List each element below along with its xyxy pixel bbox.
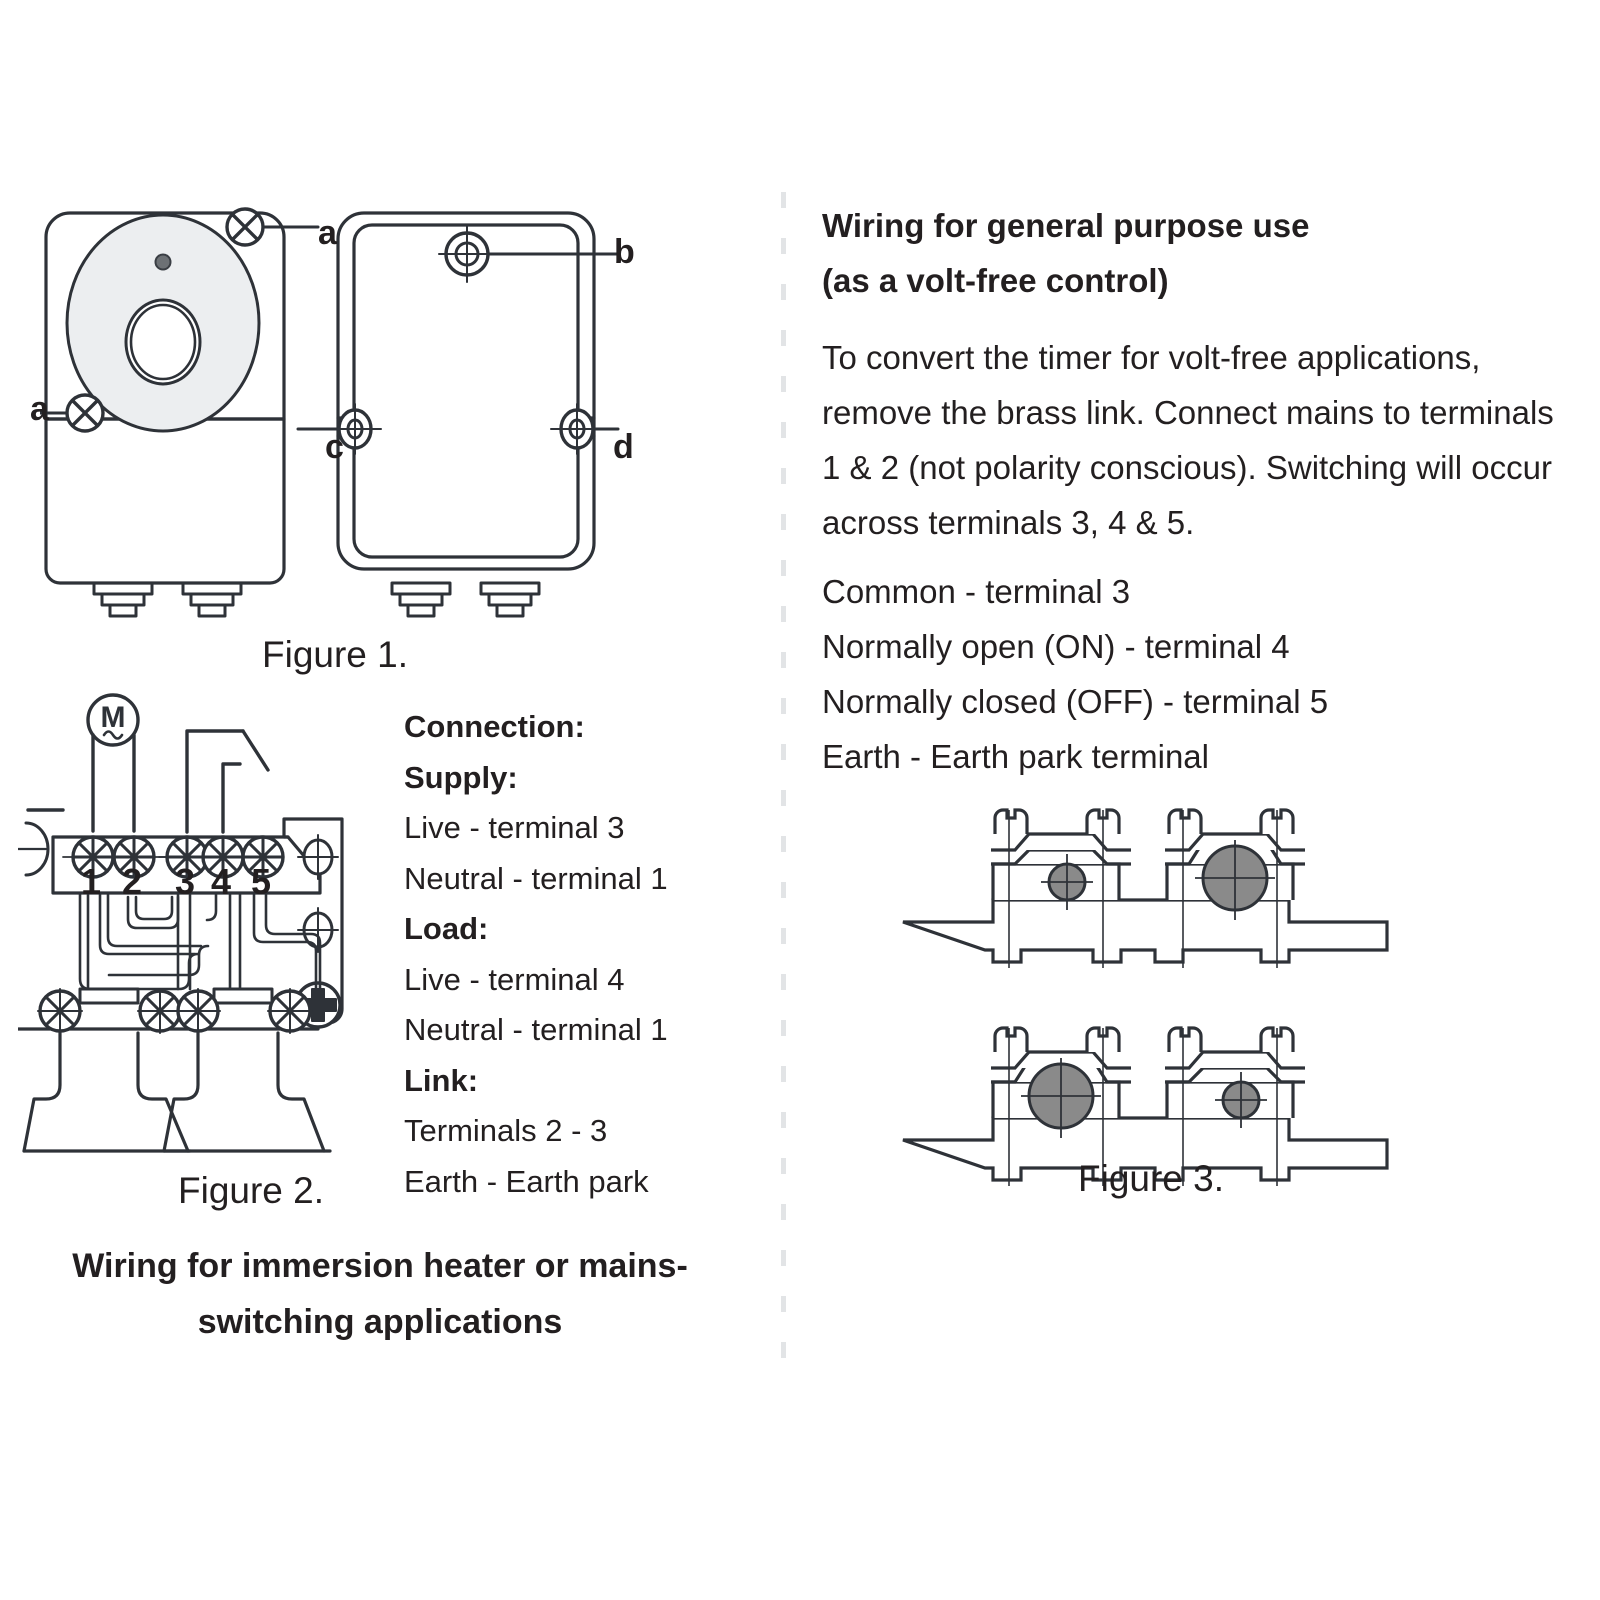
- supply-neutral: Neutral - terminal 1: [404, 860, 668, 896]
- figure1-label-a-left: a: [30, 390, 49, 428]
- mount-hole-b: [438, 225, 496, 283]
- mount-hole-c: [328, 403, 382, 455]
- column-divider: [781, 192, 786, 1372]
- terminal-screws-bottom: [37, 988, 313, 1034]
- figure-3-drawing: [902, 808, 1389, 1186]
- connection-earth: Earth - Earth park: [404, 1163, 649, 1199]
- gp-normally-closed: Normally closed (OFF) - terminal 5: [822, 683, 1329, 720]
- terminal-number-2: 2: [122, 861, 143, 902]
- figure2-caption: Figure 2.: [178, 1170, 325, 1211]
- load-live: Live - terminal 4: [404, 961, 625, 997]
- svg-text:M: M: [101, 701, 126, 734]
- figure2-section-title: Wiring for immersion heater or mains- sw…: [55, 1238, 705, 1350]
- mount-eyelets: [297, 834, 339, 953]
- gp-common: Common - terminal 3: [822, 573, 1131, 610]
- gp-title-line1: Wiring for general purpose use: [822, 207, 1310, 244]
- figure1-label-b: b: [614, 233, 635, 271]
- figure1-caption: Figure 1.: [262, 634, 409, 675]
- gp-paragraph-line4: across terminals 3, 4 & 5.: [822, 504, 1195, 541]
- screw-a-left: [65, 393, 105, 433]
- link-terminals: Terminals 2 - 3: [404, 1113, 608, 1148]
- screw-a-top: [225, 207, 265, 247]
- gp-paragraph-line1: To convert the timer for volt-free appli…: [822, 339, 1481, 376]
- gp-paragraph-line3: 1 & 2 (not polarity conscious). Switchin…: [822, 449, 1552, 486]
- general-purpose-text: Wiring for general purpose use (as a vol…: [822, 198, 1562, 784]
- terminal-screws-top: [62, 835, 285, 879]
- gp-title-line2: (as a volt-free control): [822, 262, 1169, 299]
- gp-paragraph-line2: remove the brass link. Connect mains to …: [822, 394, 1554, 431]
- link-heading: Link:: [404, 1062, 479, 1098]
- figure3-caption: Figure 3.: [1078, 1158, 1225, 1199]
- terminal-number-4: 4: [211, 861, 232, 902]
- supply-live: Live - terminal 3: [404, 810, 625, 845]
- figure3-top-section: [902, 808, 1389, 968]
- terminal-number-1: 1: [81, 861, 102, 902]
- figure1-label-c: c: [325, 428, 344, 466]
- figure-1-drawing: [40, 207, 620, 618]
- motor-symbol: M: [86, 693, 140, 747]
- gp-earth: Earth - Earth park terminal: [822, 738, 1209, 775]
- load-neutral: Neutral - terminal 1: [404, 1012, 668, 1047]
- load-heading: Load:: [404, 911, 489, 946]
- figure-2-drawing: M: [18, 693, 344, 1153]
- figure2-section-title-line2: switching applications: [197, 1303, 563, 1341]
- figure2-section-title-line1: Wiring for immersion heater or mains-: [72, 1247, 688, 1285]
- terminal-number-5: 5: [251, 861, 272, 902]
- figure1-label-a-top: a: [318, 214, 337, 252]
- gp-normally-open: Normally open (ON) - terminal 4: [822, 628, 1290, 665]
- terminal-number-3: 3: [175, 861, 196, 902]
- connection-heading: Connection:: [404, 709, 585, 744]
- figure3-bottom-section: [902, 1026, 1389, 1186]
- mount-hole-d: [550, 403, 604, 455]
- connection-list: Connection: Supply: Live - terminal 3 Ne…: [404, 702, 734, 1207]
- supply-heading: Supply:: [404, 759, 518, 795]
- figure1-label-d: d: [613, 428, 634, 466]
